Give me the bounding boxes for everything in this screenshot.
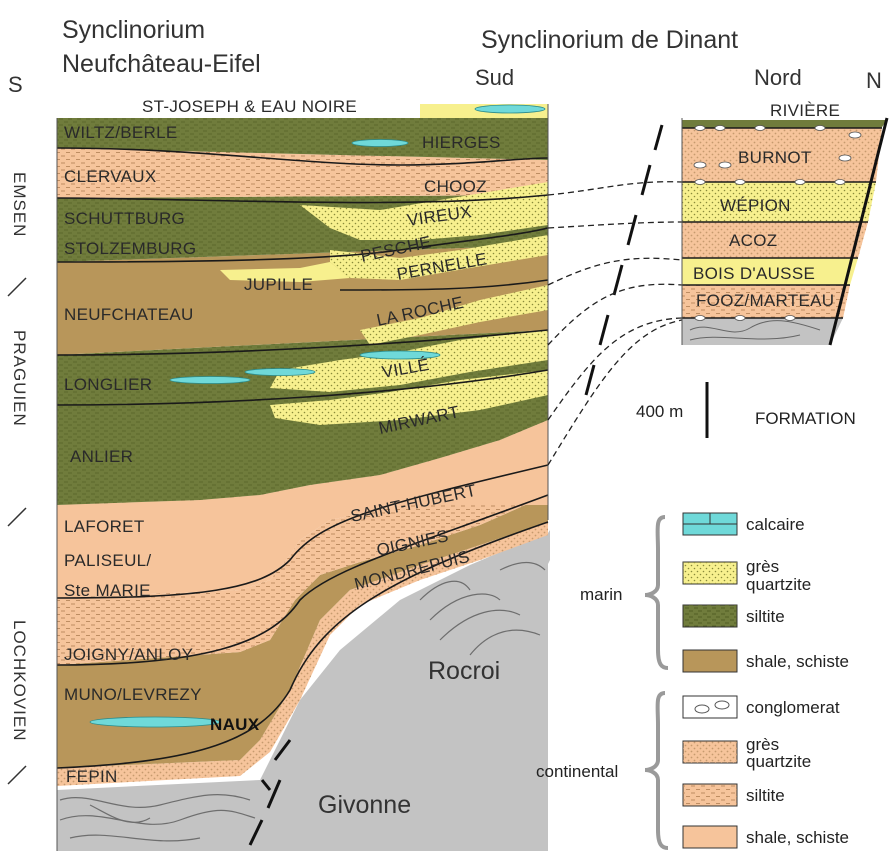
label-ste-marie: Ste MARIE xyxy=(64,581,151,600)
legend-item-gres-marin: grès xyxy=(746,557,779,576)
label-naux: NAUX xyxy=(210,715,260,734)
sud-label: Sud xyxy=(475,65,514,90)
label-fepin: FEPIN xyxy=(66,767,118,786)
titles: Synclinorium Neufchâteau-Eifel Synclinor… xyxy=(8,16,882,97)
label-wepion: WÉPION xyxy=(720,196,791,215)
left-title-line2: Neufchâteau-Eifel xyxy=(62,50,261,78)
label-chooz: CHOOZ xyxy=(424,177,487,196)
label-riviere: RIVIÈRE xyxy=(770,101,840,120)
stage-labels: EMSEN PRAGUIEN LOCHKOVIEN xyxy=(8,172,29,784)
scale-labels: 400 m FORMATION xyxy=(636,402,856,428)
label-burnot: BURNOT xyxy=(738,148,812,167)
correlation-lines xyxy=(548,182,682,465)
scale-label: 400 m xyxy=(636,402,683,421)
marin-brace xyxy=(645,517,668,668)
label-muno-levrezy: MUNO/LEVREZY xyxy=(64,685,202,704)
label-neufchateau: NEUFCHATEAU xyxy=(64,305,194,324)
formation-header: FORMATION xyxy=(755,409,856,428)
label-jupille: JUPILLE xyxy=(244,275,313,294)
label-hierges: HIERGES xyxy=(422,133,501,152)
legend xyxy=(645,513,737,848)
legend-item-calcaire: calcaire xyxy=(746,515,805,534)
label-rocroi: Rocroi xyxy=(428,657,500,685)
legend-swatch-conglomerat xyxy=(683,696,737,718)
legend-item-siltite-marin: siltite xyxy=(746,607,785,626)
continental-brace xyxy=(645,693,668,848)
stage-praguien: PRAGUIEN xyxy=(10,330,29,427)
legend-swatch-shale-marin xyxy=(683,650,737,672)
legend-item-shale-continental: shale, schiste xyxy=(746,828,849,847)
nord-label: Nord xyxy=(754,65,802,90)
left-title-line1: Synclinorium xyxy=(62,16,205,44)
label-longlier: LONGLIER xyxy=(64,375,152,394)
label-joigny-anloy: JOIGNY/ANLOY xyxy=(64,645,193,664)
legend-item-shale-marin: shale, schiste xyxy=(746,652,849,671)
label-stolzemburg: STOLZEMBURG xyxy=(64,239,196,258)
label-fooz-marteau: FOOZ/MARTEAU xyxy=(696,291,834,310)
north-letter: N xyxy=(866,68,882,93)
label-clervaux: CLERVAUX xyxy=(64,167,156,186)
right-title: Synclinorium de Dinant xyxy=(481,26,738,54)
label-anlier: ANLIER xyxy=(70,447,133,466)
label-acoz: ACOZ xyxy=(729,231,777,250)
label-st-joseph: ST-JOSEPH & EAU NOIRE xyxy=(142,97,357,116)
south-letter: S xyxy=(8,72,23,97)
label-bois-dausse: BOIS D'AUSSE xyxy=(693,264,815,283)
stage-lochkovien: LOCHKOVIEN xyxy=(10,620,29,741)
legend-item-siltite-continental: siltite xyxy=(746,786,785,805)
label-wiltz-berle: WILTZ/BERLE xyxy=(64,123,178,142)
legend-marin-label: marin xyxy=(580,585,623,604)
legend-item-quartzite-marin: quartzite xyxy=(746,575,811,594)
legend-item-conglomerat: conglomerat xyxy=(746,698,840,717)
legend-swatch-shale-continental xyxy=(683,826,737,848)
legend-item-quartzite-continental: quartzite xyxy=(746,752,811,771)
label-givonne: Givonne xyxy=(318,791,411,819)
stage-emsen: EMSEN xyxy=(10,172,29,237)
label-paliseul: PALISEUL/ xyxy=(64,551,151,570)
legend-continental-label: continental xyxy=(536,762,618,781)
label-schuttburg: SCHUTTBURG xyxy=(64,209,185,228)
label-laforet: LAFORET xyxy=(64,517,145,536)
